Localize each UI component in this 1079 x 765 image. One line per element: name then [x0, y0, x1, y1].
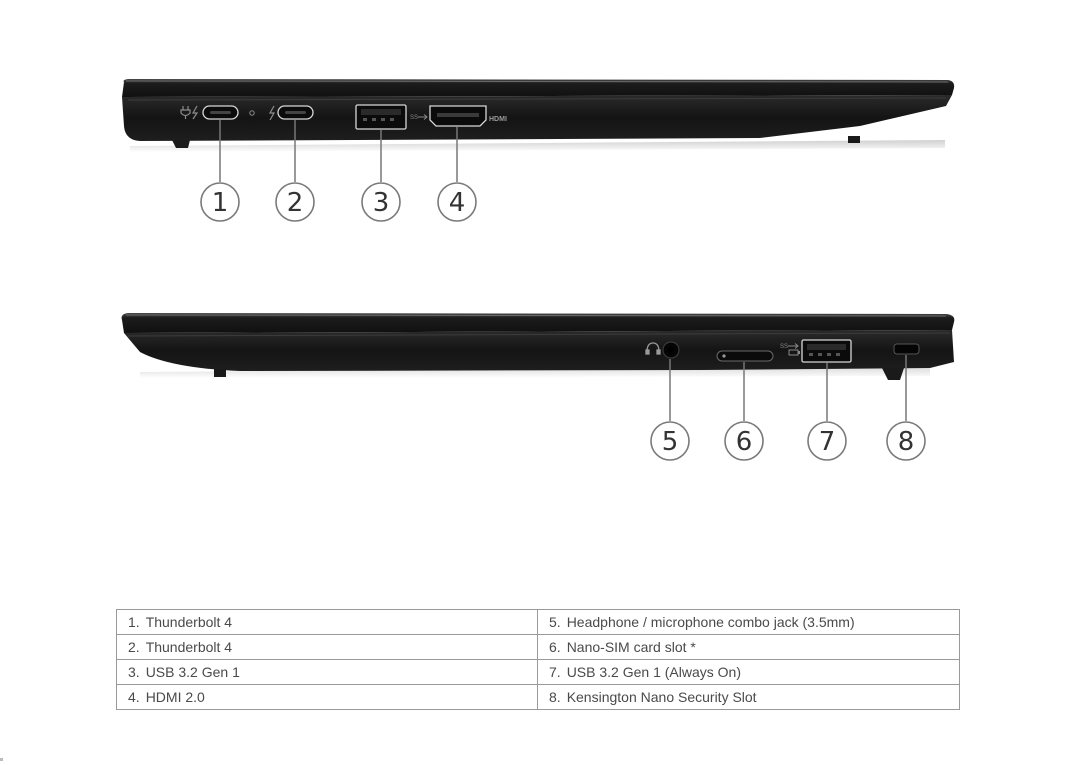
callout-8: 8: [886, 421, 926, 461]
svg-text:5: 5: [662, 427, 679, 457]
legend-label: USB 3.2 Gen 1: [145, 664, 240, 680]
legend-label: HDMI 2.0: [145, 689, 205, 705]
laptop-right-side-view: SS 5: [121, 313, 955, 461]
legend-label: Thunderbolt 4: [145, 614, 233, 630]
legend-cell: 2. Thunderbolt 4: [116, 634, 538, 660]
corner-mark: [0, 758, 3, 761]
callout-7: 7: [807, 421, 847, 461]
legend-label: USB 3.2 Gen 1 (Always On): [566, 664, 741, 680]
callout-2: 2: [275, 182, 315, 222]
svg-text:4: 4: [449, 188, 466, 218]
callout-1: 1: [200, 182, 240, 222]
legend-cell: 1. Thunderbolt 4: [116, 609, 538, 635]
superspeed-usb-icon: SS: [410, 114, 428, 121]
legend-number: 7.: [549, 664, 561, 680]
legend-number: 1.: [128, 614, 140, 630]
legend-cell: 3. USB 3.2 Gen 1: [116, 659, 538, 685]
superspeed-usb-icon: SS: [780, 343, 799, 350]
thunderbolt-icon: [268, 105, 276, 121]
kensington-slot: [893, 343, 920, 355]
callout-4: 4: [437, 182, 477, 222]
legend-cell: 8. Kensington Nano Security Slot: [537, 684, 960, 710]
legend-number: 4.: [128, 689, 140, 705]
legend-number: 3.: [128, 664, 140, 680]
legend-label: Kensington Nano Security Slot: [566, 689, 757, 705]
svg-text:6: 6: [736, 427, 753, 457]
audio-jack-port: [662, 341, 680, 359]
legend-cell: 7. USB 3.2 Gen 1 (Always On): [537, 659, 960, 685]
status-led-icon: [249, 110, 255, 116]
table-row: 2. Thunderbolt 4 6. Nano-SIM card slot *: [116, 634, 960, 660]
legend-cell: 4. HDMI 2.0: [116, 684, 538, 710]
usb-a-port: [355, 104, 407, 130]
headphone-icon: [645, 342, 661, 355]
svg-text:SS: SS: [780, 344, 788, 350]
legend-number: 8.: [549, 689, 561, 705]
svg-text:3: 3: [373, 188, 390, 218]
legend-label: Thunderbolt 4: [145, 639, 233, 655]
hdmi-port: [429, 105, 487, 127]
ports-legend-table: 1. Thunderbolt 4 5. Headphone / microphone…: [116, 609, 960, 710]
callout-5: 5: [650, 421, 690, 461]
power-bolt-icon: [180, 105, 199, 120]
nano-sim-slot: [716, 350, 774, 362]
svg-text:SS: SS: [410, 115, 418, 121]
svg-text:7: 7: [819, 427, 836, 457]
table-row: 3. USB 3.2 Gen 1 7. USB 3.2 Gen 1 (Always …: [116, 659, 960, 685]
legend-label: Nano-SIM card slot *: [566, 639, 696, 655]
hdmi-label: HDMI: [489, 116, 507, 123]
port-diagram: SS HDMI 1 2 3 4: [121, 79, 955, 461]
battery-always-on-icon: [788, 349, 800, 356]
svg-text:2: 2: [287, 188, 304, 218]
svg-text:8: 8: [898, 427, 915, 457]
legend-cell: 5. Headphone / microphone combo jack (3.5…: [537, 609, 960, 635]
legend-number: 6.: [549, 639, 561, 655]
table-row: 4. HDMI 2.0 8. Kensington Nano Security Sl…: [116, 684, 960, 710]
table-row: 1. Thunderbolt 4 5. Headphone / microphone…: [116, 609, 960, 635]
legend-cell: 6. Nano-SIM card slot *: [537, 634, 960, 660]
legend-number: 5.: [549, 614, 561, 630]
legend-label: Headphone / microphone combo jack (3.5mm…: [566, 614, 855, 630]
laptop-left-side-view: SS HDMI 1 2 3 4: [122, 79, 955, 222]
callout-3: 3: [361, 182, 401, 222]
usb-a-port-always-on: [801, 339, 852, 363]
svg-text:1: 1: [212, 188, 229, 218]
callout-6: 6: [724, 421, 764, 461]
legend-number: 2.: [128, 639, 140, 655]
